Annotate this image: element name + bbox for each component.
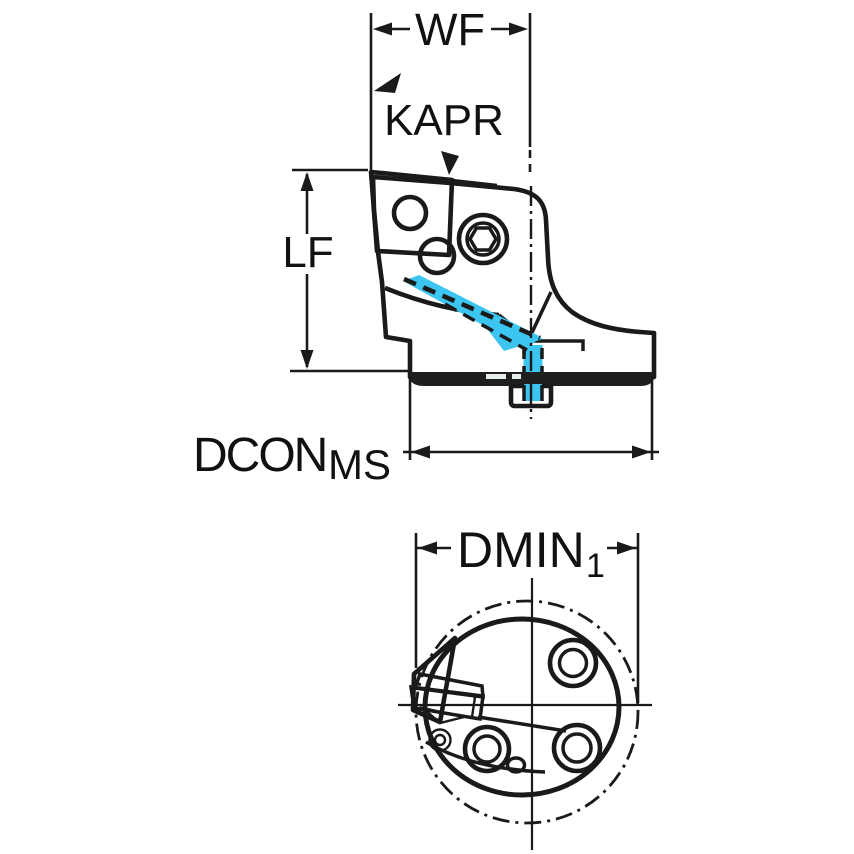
- stub-coolant: [524, 384, 542, 401]
- stub-outline: [508, 383, 554, 409]
- pocket-v-right: [527, 291, 553, 340]
- screw-hole-3: [561, 732, 593, 764]
- kapr-label: KAPR: [384, 96, 504, 145]
- dcon-dimension: DCON MS: [193, 376, 659, 488]
- kapr-annotation: KAPR: [374, 73, 504, 175]
- screw-inner-ring: [465, 221, 501, 257]
- dcon-label: DCON: [193, 429, 326, 482]
- dmin-subscript: 1: [586, 547, 605, 585]
- tool-body: [370, 174, 657, 380]
- kapr-angle-arrowhead-icon: [374, 73, 401, 93]
- band-gap-dash-2: [512, 374, 521, 379]
- pocket-curve: [425, 740, 546, 774]
- lf-label: LF: [282, 228, 333, 277]
- head-body-front: [422, 616, 622, 798]
- coolant-dashed-upper: [403, 276, 541, 341]
- pocket-line: [477, 715, 567, 733]
- coolant-dashed-lower: [444, 302, 528, 352]
- arrowhead-right-icon: [632, 445, 651, 459]
- pocket-bulge: [410, 635, 458, 725]
- screw-hole-ring-1: [547, 637, 599, 689]
- wf-dimension: WF: [369, 4, 532, 178]
- wf-label: WF: [415, 4, 485, 55]
- insert-under-sliver: [418, 705, 465, 725]
- screw-holes: [428, 637, 603, 774]
- arrowhead-left-icon: [411, 445, 430, 459]
- screw-outer-ring: [456, 212, 510, 266]
- side-view: WF KAPR LF: [193, 4, 659, 488]
- screw-hole-ring-2: [462, 724, 512, 774]
- set-screw: [505, 756, 527, 774]
- dmin-phantom-circle: [414, 599, 640, 825]
- arrowhead-right-icon: [617, 541, 636, 555]
- cutting-edge-extension: [451, 178, 498, 187]
- arrowhead-up-icon: [300, 172, 314, 191]
- band-gap-dash-1: [486, 374, 506, 379]
- front-cutting-insert: [408, 684, 485, 722]
- dmin-label: DMIN: [457, 522, 585, 578]
- front-view: DMIN 1: [398, 522, 652, 850]
- kapr-edge-arrowhead-icon: [441, 151, 459, 175]
- screw-hole-2: [472, 734, 502, 764]
- coolant-channels: [403, 275, 544, 401]
- hex-screw: [456, 212, 510, 266]
- arrowhead-down-icon: [300, 350, 314, 369]
- screw-hole-ring-3: [551, 722, 603, 774]
- screw-hole-1: [557, 647, 589, 679]
- mounting-stub: [508, 383, 554, 409]
- arrowhead-left-icon: [373, 22, 392, 36]
- dmin-dimension: DMIN 1: [414, 522, 640, 703]
- insert-edge-line: [470, 696, 477, 718]
- insert-hole: [391, 194, 429, 232]
- pin-hole: [433, 733, 447, 747]
- arrowhead-left-icon: [418, 541, 437, 555]
- cutting-insert: [368, 169, 455, 258]
- dcon-subscript: MS: [328, 441, 391, 488]
- lf-dimension: LF: [282, 168, 408, 373]
- arrowhead-right-icon: [509, 22, 528, 36]
- front-insert-assembly: [408, 671, 485, 725]
- insert-seat: [417, 236, 457, 276]
- ledge-step-line: [523, 339, 585, 351]
- hex-socket-icon: [467, 226, 499, 252]
